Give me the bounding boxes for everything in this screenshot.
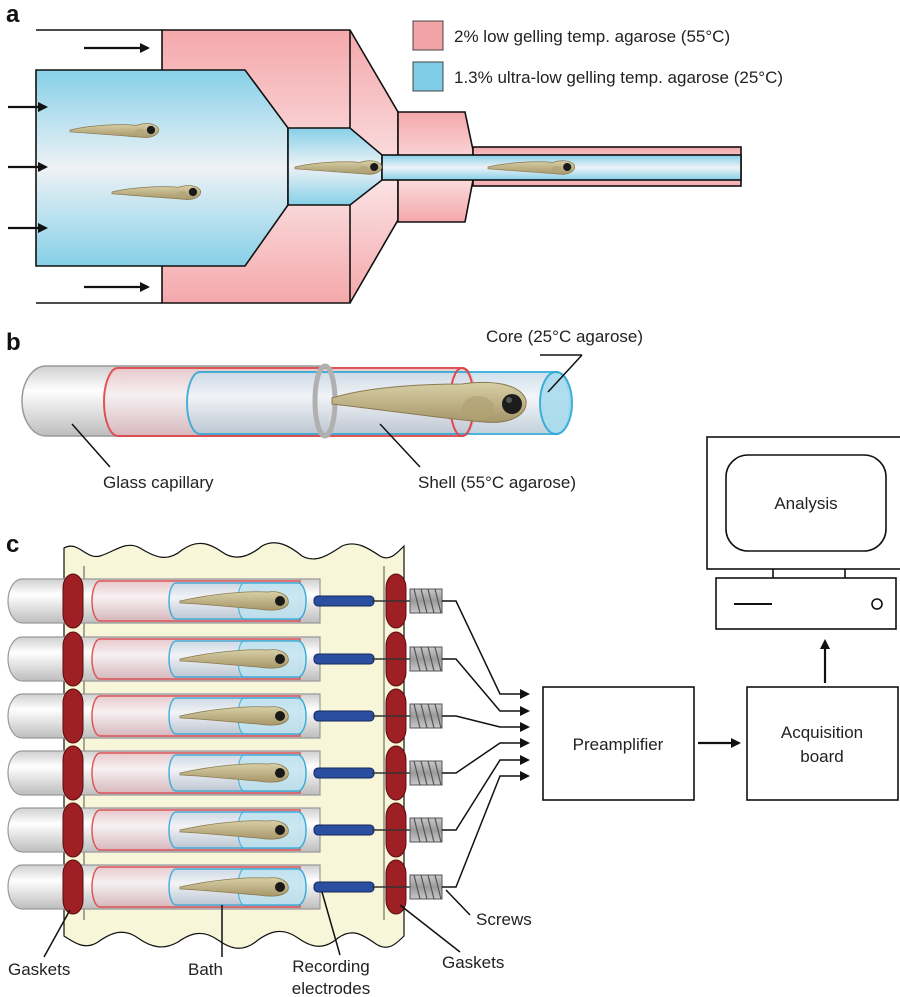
leader-line [399, 904, 461, 953]
screw-thread [427, 760, 435, 786]
screw-thread [434, 703, 442, 729]
recording-electrode [313, 653, 375, 665]
core-reservoir [35, 69, 289, 267]
screw-thread [420, 817, 428, 843]
leader-line [379, 423, 421, 468]
signal-wire [442, 771, 530, 888]
panel-letter-b: b [6, 329, 21, 356]
signal-wire [442, 715, 530, 732]
leader-line [321, 891, 341, 956]
screws-label: Screws [476, 910, 532, 929]
screw-thread [427, 703, 435, 729]
gasket-left [62, 688, 84, 744]
flow-arrows [8, 43, 150, 292]
screw-thread [434, 646, 442, 672]
computer-icon: Analysis [706, 436, 900, 630]
gasket-left [62, 859, 84, 915]
screw-thread [420, 874, 428, 900]
legend-label-core: 1.3% ultra-low gelling temp. agarose (25… [454, 68, 783, 87]
signal-wire [442, 755, 530, 831]
screw-thread [427, 874, 435, 900]
leader-line [547, 354, 583, 393]
screw-thread [413, 874, 421, 900]
capillary-rows [7, 573, 530, 915]
electrodes-label-line2: electrodes [292, 979, 370, 997]
signal-wire [442, 738, 530, 774]
larva-eye [275, 596, 285, 606]
recording-electrode [313, 881, 375, 893]
screw-thread [413, 703, 421, 729]
screw-thread [420, 703, 428, 729]
screw-thread [434, 760, 442, 786]
preamplifier-box [542, 686, 695, 801]
core-end-cap [539, 371, 573, 435]
panel-a-mold [35, 29, 742, 304]
screw-thread [434, 588, 442, 614]
larva-eye [275, 711, 285, 721]
legend-swatch-shell [412, 20, 444, 51]
signal-chain: Preamplifier Acquisition board [542, 639, 899, 801]
screw-thread [420, 760, 428, 786]
screw-thread [434, 874, 442, 900]
larva-icon [179, 591, 289, 611]
leader-line [71, 423, 111, 468]
gaskets-right-label: Gaskets [442, 953, 504, 972]
larva-icon [331, 381, 527, 423]
glass-capillary-label: Glass capillary [103, 473, 214, 492]
signal-wire [442, 600, 530, 699]
preamplifier-label: Preamplifier [573, 735, 664, 754]
screw-thread [413, 760, 421, 786]
legend-swatch-core [412, 61, 444, 92]
screw-thread [420, 646, 428, 672]
power-button-icon [871, 598, 883, 610]
analysis-label: Analysis [774, 494, 837, 513]
recording-electrode [313, 710, 375, 722]
screw-thread [427, 817, 435, 843]
core-label: Core (25°C agarose) [486, 327, 643, 346]
monitor-screen [725, 454, 887, 552]
gasket-left [62, 631, 84, 687]
electrodes-label-line1: Recording [292, 957, 370, 976]
screw-thread [427, 588, 435, 614]
computer-case [715, 577, 897, 630]
shell-label: Shell (55°C agarose) [418, 473, 576, 492]
gasket-left [62, 573, 84, 629]
signal-wire [442, 658, 530, 716]
screw-thread [413, 646, 421, 672]
recording-electrode [313, 767, 375, 779]
larva-eye [275, 825, 285, 835]
bath-label: Bath [188, 960, 223, 979]
screw-thread [413, 588, 421, 614]
acquisition-board-box [746, 686, 899, 801]
screw-thread [427, 646, 435, 672]
larva-icon [179, 763, 289, 783]
legend-label-shell: 2% low gelling temp. agarose (55°C) [454, 27, 730, 46]
gasket-left [62, 745, 84, 801]
larva-eye [275, 768, 285, 778]
screw-thread [420, 588, 428, 614]
larva-icon [179, 649, 289, 669]
recording-electrode [313, 824, 375, 836]
leader-line [445, 889, 471, 916]
leader-line [43, 909, 71, 958]
screw-thread [434, 817, 442, 843]
panel-letter-a: a [6, 1, 20, 28]
panel-letter-c: c [6, 531, 19, 558]
larva-icon [179, 877, 289, 897]
gaskets-left-label: Gaskets [8, 960, 70, 979]
larva-eye [275, 882, 285, 892]
acquisition-label-line2: board [800, 747, 843, 766]
panel-b-capillary [21, 363, 573, 439]
gasket-left [62, 802, 84, 858]
acquisition-label-line1: Acquisition [781, 723, 863, 742]
screw-thread [413, 817, 421, 843]
larva-eye [275, 654, 285, 664]
legend: 2% low gelling temp. agarose (55°C) 1.3%… [412, 20, 783, 92]
larva-icon [179, 706, 289, 726]
recording-electrode [313, 595, 375, 607]
larva-icon [179, 820, 289, 840]
